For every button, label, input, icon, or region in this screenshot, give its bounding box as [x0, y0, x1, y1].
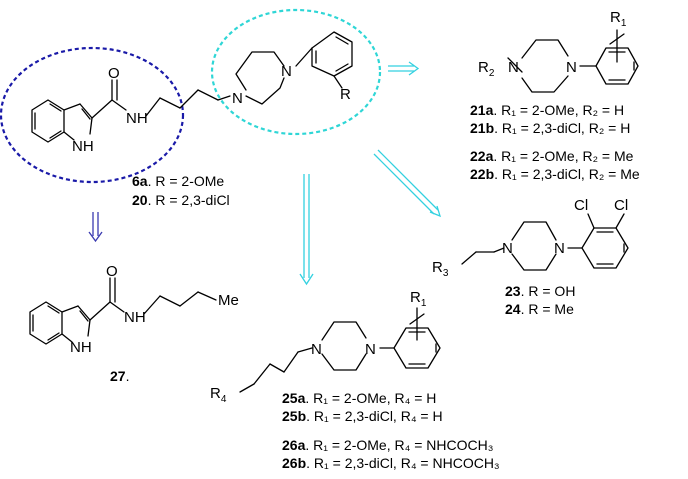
c27-methyl-label: Me [218, 292, 239, 309]
c23-n1-label: N [502, 240, 513, 257]
caption-21a: 21a. R₁ = 2-OMe, R₂ = H [470, 102, 624, 118]
caption-25b: 25b. R₁ = 2,3-diCl, R₄ = H [282, 408, 443, 424]
parent-indole-nh-label: NH [72, 138, 94, 155]
caption-27: 27. [110, 368, 129, 384]
c23-r3-label: R3 [432, 259, 449, 279]
compound-27-structure [29, 277, 217, 345]
caption-23: 23. R = OH [505, 283, 575, 299]
c23-cl-ortho-label: Cl [574, 197, 588, 214]
c21-r2-label: R2 [478, 59, 495, 79]
parent-compound-structure [31, 31, 353, 143]
c25-r1-label: R1 [410, 289, 427, 309]
arrow-to-compounds-23-24 [373, 149, 442, 218]
c27-carbonyl-oxygen-label: O [106, 263, 118, 280]
caption-22a: 22a. R₁ = 2-OMe, R₂ = Me [470, 148, 634, 164]
c23-cl-meta-label: Cl [614, 197, 628, 214]
arylpiperazine-highlight-ellipse [210, 8, 382, 136]
caption-22b: 22b. R₁ = 2,3-diCl, R₂ = Me [470, 166, 640, 182]
c21-n4-label: N [566, 59, 577, 76]
c25-r4-label: R4 [210, 385, 227, 405]
parent-carbonyl-oxygen-label: O [108, 65, 120, 82]
parent-piperazine-n1-label: N [232, 90, 243, 107]
parent-piperazine-n4-label: N [281, 63, 292, 80]
caption-24: 24. R = Me [505, 301, 574, 317]
compounds-21-22-structure [507, 29, 639, 93]
arrow-to-compounds-21-22 [388, 61, 420, 76]
c25-n4-label: N [365, 341, 376, 358]
caption-20: 20. R = 2,3-diCl [132, 192, 230, 208]
indole-amide-highlight-ellipse [0, 46, 185, 184]
arrow-to-compound-27 [88, 212, 103, 243]
caption-25a: 25a. R₁ = 2-OMe, R₄ = H [282, 390, 436, 406]
c23-n4-label: N [554, 240, 565, 257]
c21-n1-label: N [508, 59, 519, 76]
arrow-to-compounds-25-26 [299, 174, 314, 286]
caption-26b: 26b. R₁ = 2,3-diCl, R₄ = NHCOCH₃ [282, 455, 500, 471]
c27-amide-nh-label: NH [124, 309, 146, 326]
caption-21b: 21b. R₁ = 2,3-diCl, R₂ = H [470, 120, 630, 136]
parent-r-substituent-label: R [340, 86, 351, 103]
compounds-25-26-structure [239, 307, 441, 393]
c21-r1-label: R1 [610, 9, 627, 29]
compounds-23-24-structure [461, 213, 629, 271]
c25-n1-label: N [311, 341, 322, 358]
parent-amide-nh-label: NH [126, 110, 148, 127]
c27-indole-nh-label: NH [70, 339, 92, 356]
caption-6a: 6a. R = 2-OMe [132, 173, 224, 189]
caption-26a: 26a. R₁ = 2-OMe, R₄ = NHCOCH₃ [282, 437, 493, 453]
